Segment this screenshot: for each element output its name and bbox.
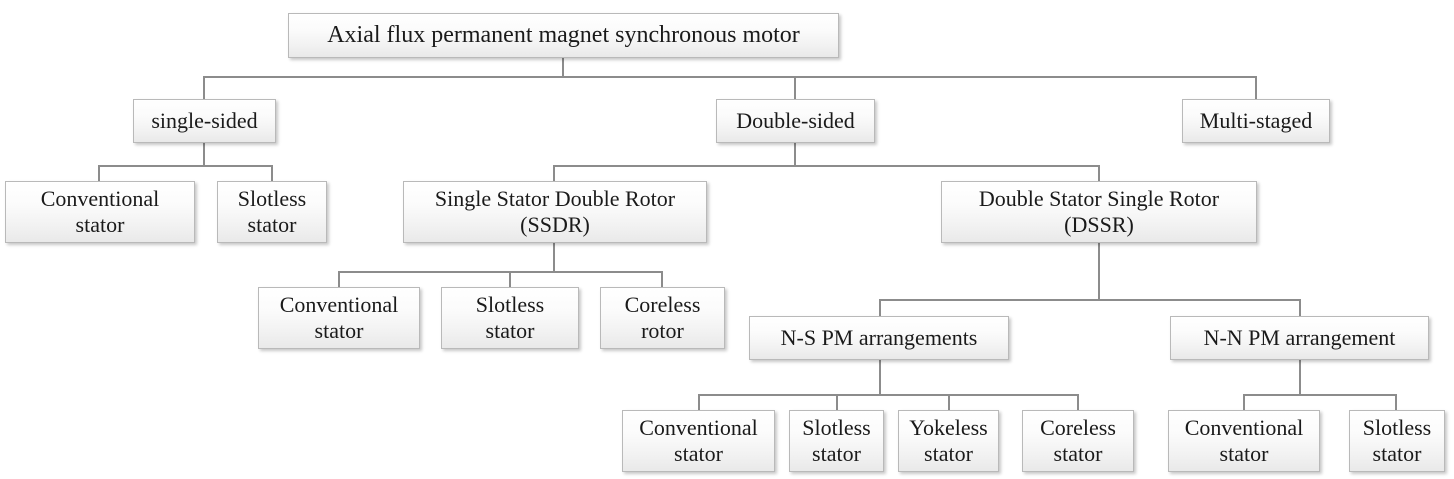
- connector-ns-pm-drop: [879, 360, 881, 395]
- node-label-line1: N-N PM arrangement: [1203, 324, 1396, 350]
- connector-dssr-bus: [879, 299, 1301, 301]
- node-label-line2: stator: [674, 440, 723, 466]
- node-double-sided-line1: Double-sided: [736, 107, 855, 133]
- node-ssdr-slotless-stator[interactable]: Slotless stator: [441, 287, 579, 349]
- connector-ns-pm-bus: [698, 394, 1079, 396]
- connector-single-sided-drop: [203, 143, 205, 165]
- node-label-line1: Conventional: [639, 415, 758, 441]
- node-multi-staged-line1: Multi-staged: [1199, 107, 1313, 133]
- node-label-line2: rotor: [641, 317, 684, 343]
- node-single-sided-line1: single-sided: [151, 107, 258, 133]
- node-label-line1: Conventional: [279, 292, 399, 318]
- node-single-sided-slotless-stator[interactable]: Slotless stator: [217, 181, 327, 243]
- node-label-line1: Single Stator Double Rotor: [434, 186, 676, 212]
- node-root[interactable]: Axial flux permanent magnet synchronous …: [288, 13, 839, 58]
- node-ssdr-conventional-stator[interactable]: Conventional stator: [258, 287, 420, 349]
- node-label-line2: stator: [247, 211, 297, 237]
- node-ns-yokeless-stator[interactable]: Yokeless stator: [898, 410, 999, 472]
- node-ns-pm-arrangements[interactable]: N-S PM arrangements: [749, 316, 1009, 360]
- node-nn-conventional-stator[interactable]: Conventional stator: [1168, 410, 1320, 472]
- connector-root-bus: [203, 76, 1257, 78]
- node-ssdr[interactable]: Single Stator Double Rotor (SSDR): [403, 181, 707, 243]
- node-label-line1: Coreless: [1040, 415, 1116, 441]
- node-label-line2: stator: [75, 211, 125, 237]
- node-root-line1: Axial flux permanent magnet synchronous …: [327, 22, 800, 49]
- node-label-line1: Double Stator Single Rotor: [978, 186, 1220, 212]
- connector-double-sided-bus: [553, 165, 1100, 167]
- connector-ssdr-drop: [553, 243, 555, 272]
- connector-ssdr-to-conventional: [338, 271, 340, 287]
- connector-ssdr-to-coreless: [661, 271, 663, 287]
- node-label-line1: Slotless: [1362, 415, 1432, 441]
- node-nn-pm-arrangement[interactable]: N-N PM arrangement: [1170, 316, 1429, 360]
- connector-ns-pm-to-yokeless: [948, 394, 950, 410]
- node-ns-slotless-stator[interactable]: Slotless stator: [789, 410, 884, 472]
- node-single-sided[interactable]: single-sided: [133, 99, 276, 143]
- connector-ns-pm-to-coreless: [1077, 394, 1079, 410]
- connector-root-to-double-sided: [794, 76, 796, 100]
- connector-single-sided-bus: [98, 165, 272, 167]
- node-dssr[interactable]: Double Stator Single Rotor (DSSR): [941, 181, 1257, 243]
- node-label-line2: stator: [1053, 440, 1103, 466]
- connector-single-sided-to-conventional: [98, 165, 100, 181]
- connector-ns-pm-to-conventional: [698, 394, 700, 410]
- node-nn-slotless-stator[interactable]: Slotless stator: [1349, 410, 1445, 472]
- node-ns-coreless-stator[interactable]: Coreless stator: [1022, 410, 1134, 472]
- node-label-line2: stator: [924, 440, 973, 466]
- connector-nn-pm-to-slotless: [1395, 394, 1397, 410]
- node-ns-conventional-stator[interactable]: Conventional stator: [622, 410, 775, 472]
- node-ssdr-coreless-rotor[interactable]: Coreless rotor: [600, 287, 725, 349]
- node-label-line1: Yokeless: [909, 415, 988, 441]
- node-label-line2: (DSSR): [1064, 211, 1134, 237]
- node-multi-staged[interactable]: Multi-staged: [1182, 99, 1330, 143]
- connector-ssdr-to-slotless: [509, 271, 511, 287]
- node-double-sided[interactable]: Double-sided: [716, 99, 875, 143]
- connector-double-sided-drop: [794, 143, 796, 165]
- connector-root-to-multi-staged: [1255, 76, 1257, 100]
- node-label-line1: Coreless: [624, 292, 701, 318]
- connector-nn-pm-to-conventional: [1243, 394, 1245, 410]
- connector-double-sided-to-ssdr: [553, 165, 555, 181]
- connector-dssr-drop: [1098, 243, 1100, 301]
- connector-dssr-to-nn-pm: [1299, 299, 1301, 316]
- node-label-line1: Conventional: [1184, 415, 1304, 441]
- node-label-line2: stator: [1372, 440, 1422, 466]
- node-label-line1: Slotless: [237, 186, 307, 212]
- connector-ns-pm-to-slotless: [836, 394, 838, 410]
- connector-single-sided-to-slotless: [271, 165, 273, 181]
- connector-double-sided-to-dssr: [1098, 165, 1100, 181]
- node-label-line2: (SSDR): [520, 211, 590, 237]
- node-label-line2: stator: [314, 317, 364, 343]
- connector-ssdr-bus: [338, 271, 663, 273]
- node-label-line2: stator: [1219, 440, 1269, 466]
- node-single-sided-conventional-stator[interactable]: Conventional stator: [5, 181, 195, 243]
- connector-root-drop: [562, 58, 564, 77]
- node-label-line1: Conventional: [40, 186, 160, 212]
- node-label-line1: Slotless: [802, 415, 871, 441]
- connector-nn-pm-drop: [1299, 360, 1301, 395]
- connector-nn-pm-bus: [1243, 394, 1397, 396]
- node-label-line1: N-S PM arrangements: [780, 324, 978, 350]
- node-label-line2: stator: [812, 440, 861, 466]
- node-label-line1: Slotless: [475, 292, 545, 318]
- node-label-line2: stator: [485, 317, 535, 343]
- connector-dssr-to-ns-pm: [879, 299, 881, 316]
- connector-root-to-single-sided: [203, 76, 205, 100]
